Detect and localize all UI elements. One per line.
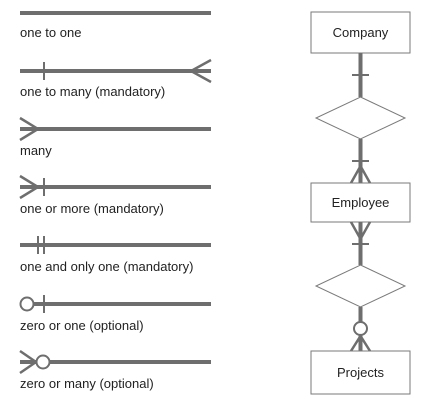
entity-company[interactable]: Company [310,11,411,54]
entity-projects[interactable]: Projects [310,350,411,395]
relationship-diamond[interactable] [314,264,407,308]
entity-label: Company [333,25,389,40]
entity-label: Projects [337,365,384,380]
legend-item-one-or-more-mandatory: one or more (mandatory) [19,174,211,216]
zero-circle-icon [19,296,35,312]
entity-employee[interactable]: Employee [310,182,411,223]
entity-box [310,11,411,54]
legend-item-one-and-only-one-mandatory: one and only one (mandatory) [20,236,211,274]
legend-item-one-to-one: one to one [20,11,211,40]
crows-foot-icon [19,174,41,200]
legend-label: one or more (mandatory) [20,201,164,216]
legend-label: many [20,143,52,158]
crows-foot-icon [349,163,372,184]
relationship-company-employee [314,53,407,184]
legend-item-many: many [19,116,211,158]
legend-label: zero or many (optional) [20,376,154,391]
legend: one to one one to many (mandatory) many … [19,11,212,391]
legend-label: one and only one (mandatory) [20,259,193,274]
relationship-employee-projects [314,221,407,352]
entity-label: Employee [332,195,390,210]
crows-foot-icon [349,333,372,352]
zero-circle-icon [35,354,51,370]
zero-circle-icon [353,321,368,336]
legend-item-zero-or-one-optional: zero or one (optional) [19,295,211,333]
legend-item-one-to-many-mandatory: one to many (mandatory) [20,58,212,99]
crows-foot-icon [188,58,212,84]
entity-box [310,350,411,395]
legend-item-zero-or-many-optional: zero or many (optional) [19,349,211,391]
relationship-diamond[interactable] [314,96,407,140]
legend-label: zero or one (optional) [20,318,144,333]
crows-foot-icon [349,221,372,242]
crows-foot-icon [19,116,41,142]
legend-label: one to many (mandatory) [20,84,165,99]
er-diagram: Company Employee [310,11,411,395]
legend-label: one to one [20,25,81,40]
